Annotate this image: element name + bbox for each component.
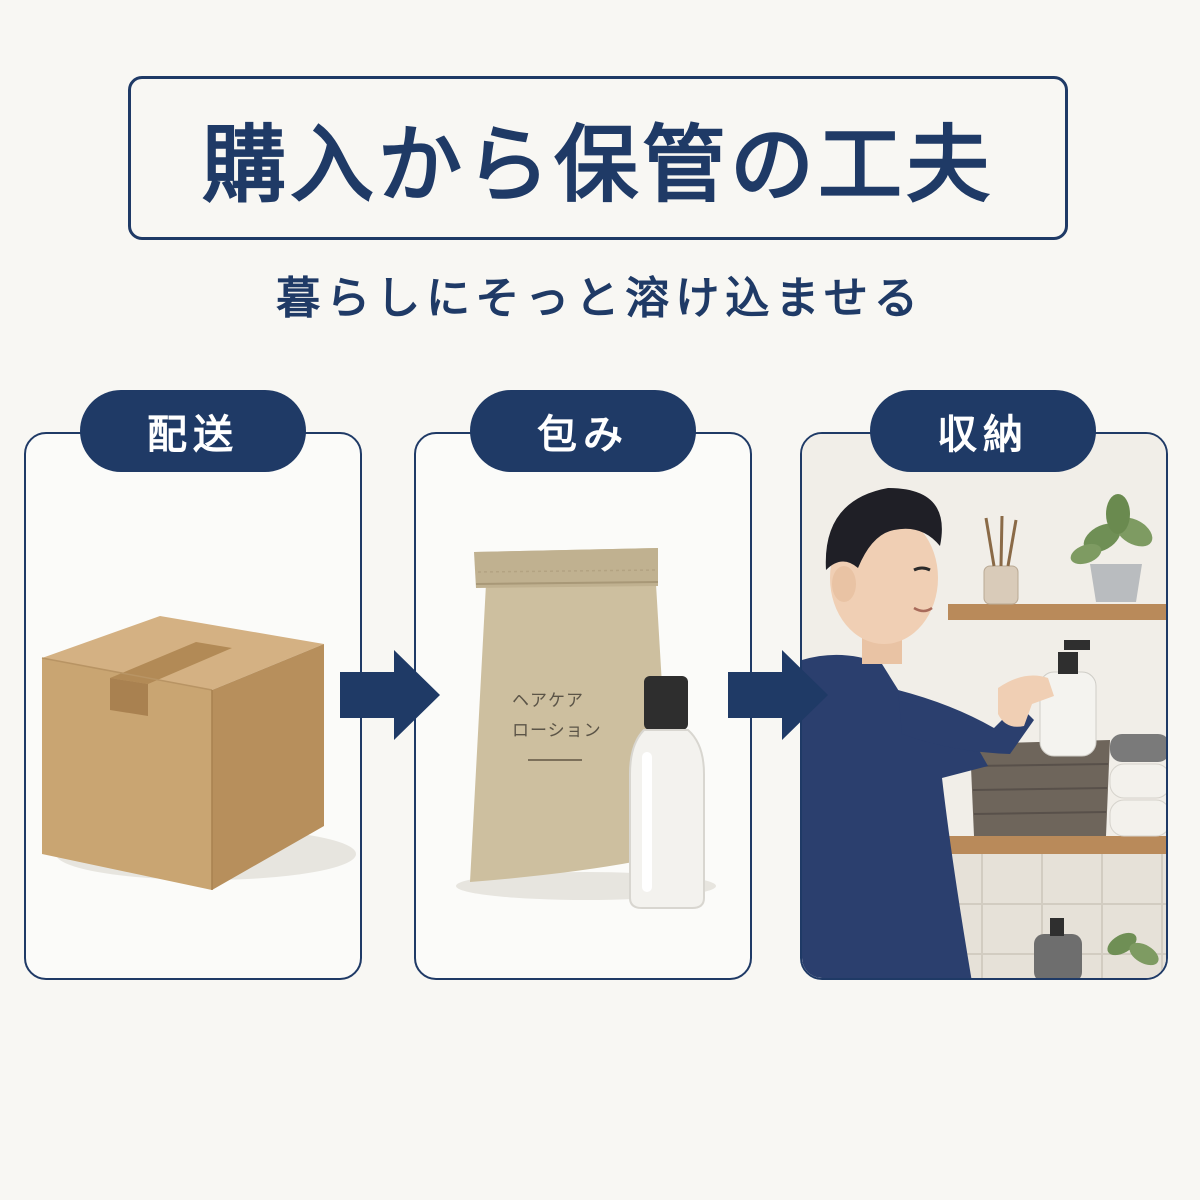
storage-scene-illustration — [802, 434, 1166, 978]
step-panel-delivery — [24, 432, 362, 980]
title-box: 購入から保管の工夫 — [128, 76, 1068, 240]
step-label-wrapping: 包み — [470, 390, 696, 472]
arrow-right-icon — [340, 650, 440, 740]
arrow-right-icon — [728, 650, 828, 740]
pouch-icon — [456, 548, 716, 909]
cardboard-box-icon — [41, 616, 356, 890]
page-title: 購入から保管の工夫 — [201, 115, 994, 214]
package-label-line2: ローション — [512, 721, 602, 741]
step-panel-storage — [800, 432, 1168, 980]
step-label-storage: 収納 — [870, 390, 1096, 472]
page-subtitle: 暮らしにそっと溶け込ませる — [276, 273, 924, 324]
step-panel-wrapping: ヘアケア ローション — [414, 432, 752, 980]
step-label-delivery: 配送 — [80, 390, 306, 472]
bottle-icon — [629, 676, 705, 909]
package-label-line1: ヘアケア — [512, 691, 584, 711]
